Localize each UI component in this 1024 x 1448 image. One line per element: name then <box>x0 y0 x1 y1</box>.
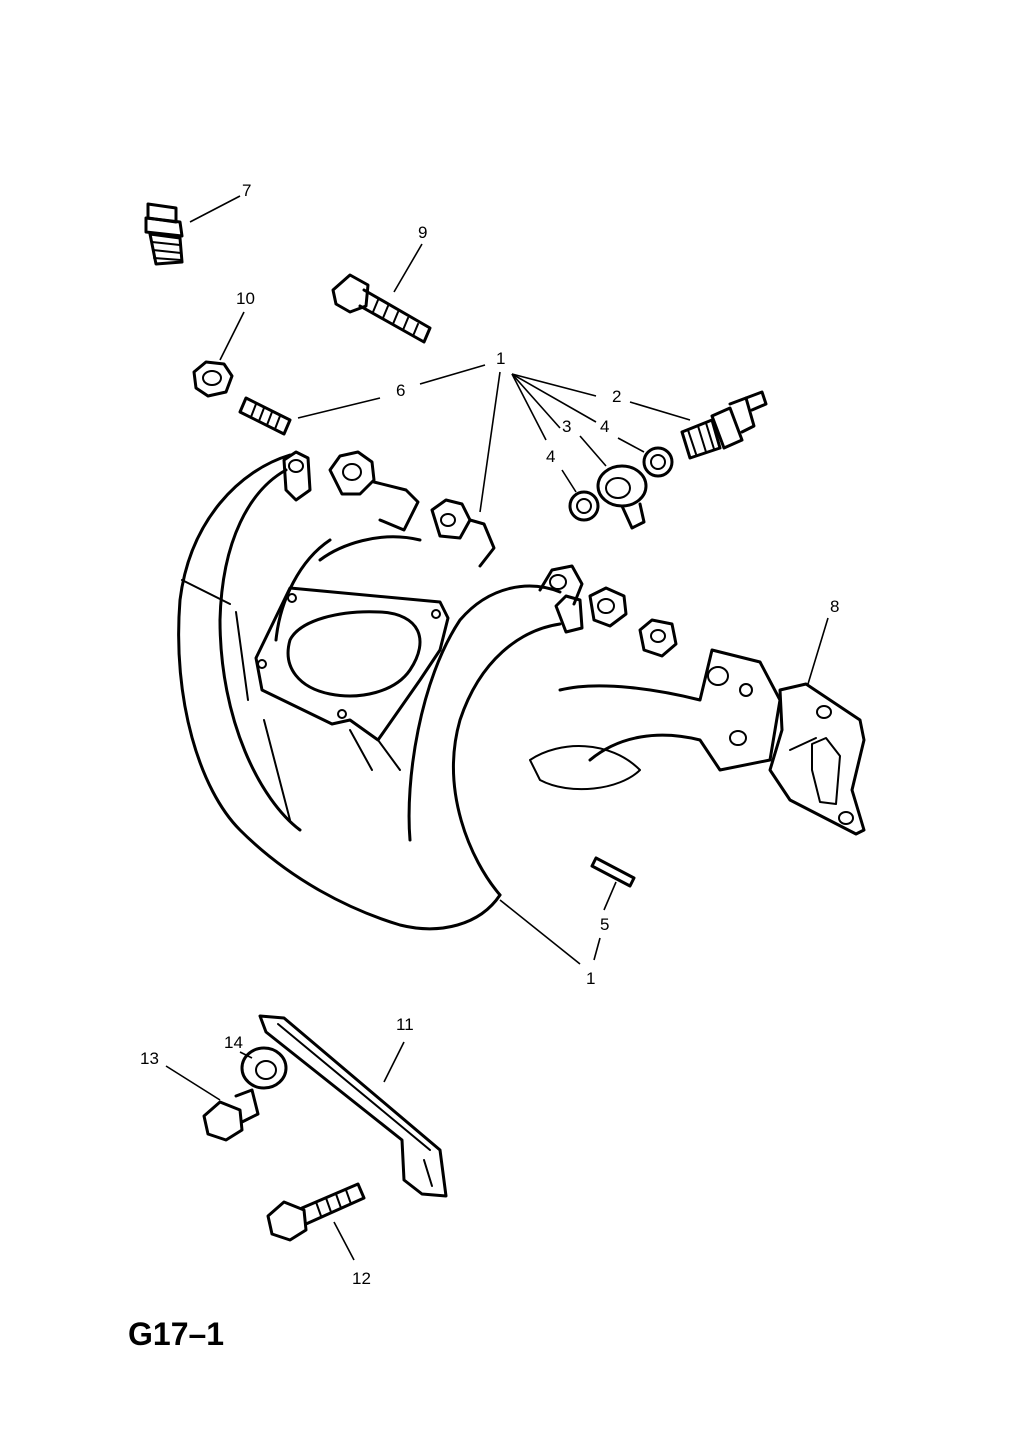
callout-2: 2 <box>612 387 621 406</box>
banjo-part-3 <box>596 464 648 530</box>
bolt-part-13 <box>202 1088 260 1142</box>
nut-part-10 <box>192 360 234 398</box>
leader-lines <box>165 195 829 1261</box>
callout-12: 12 <box>352 1269 371 1288</box>
callout-labels: 7 9 10 1 6 2 3 4 4 8 5 1 11 14 13 12 <box>140 181 839 1288</box>
callout-4-right: 4 <box>600 417 609 436</box>
bolt-part-12 <box>266 1182 366 1242</box>
callout-3: 3 <box>562 417 571 436</box>
callout-9: 9 <box>418 223 427 242</box>
intake-manifold-part-1 <box>177 450 782 931</box>
sensor-part-2 <box>680 390 768 460</box>
callout-7: 7 <box>242 181 251 200</box>
page-code: G17–1 <box>128 1316 225 1352</box>
callout-13: 13 <box>140 1049 159 1068</box>
pin-part-5 <box>590 856 636 888</box>
gasket-part-8 <box>768 682 866 836</box>
callout-14: 14 <box>224 1033 243 1052</box>
callout-6: 6 <box>396 381 405 400</box>
callout-8: 8 <box>830 597 839 616</box>
washer-part-14 <box>240 1046 288 1090</box>
callout-10: 10 <box>236 289 255 308</box>
fitting-part-7 <box>144 202 184 266</box>
callout-11: 11 <box>396 1015 414 1034</box>
washer-part-4-left <box>568 490 600 522</box>
callout-5: 5 <box>600 915 609 934</box>
bracket-part-11 <box>258 1014 448 1198</box>
washer-part-4-right <box>642 446 674 478</box>
callout-4-left: 4 <box>546 447 555 466</box>
callout-1-top: 1 <box>496 349 505 368</box>
bolt-part-9 <box>331 273 432 344</box>
callout-1-bottom: 1 <box>586 969 595 988</box>
stud-part-6 <box>238 396 292 436</box>
